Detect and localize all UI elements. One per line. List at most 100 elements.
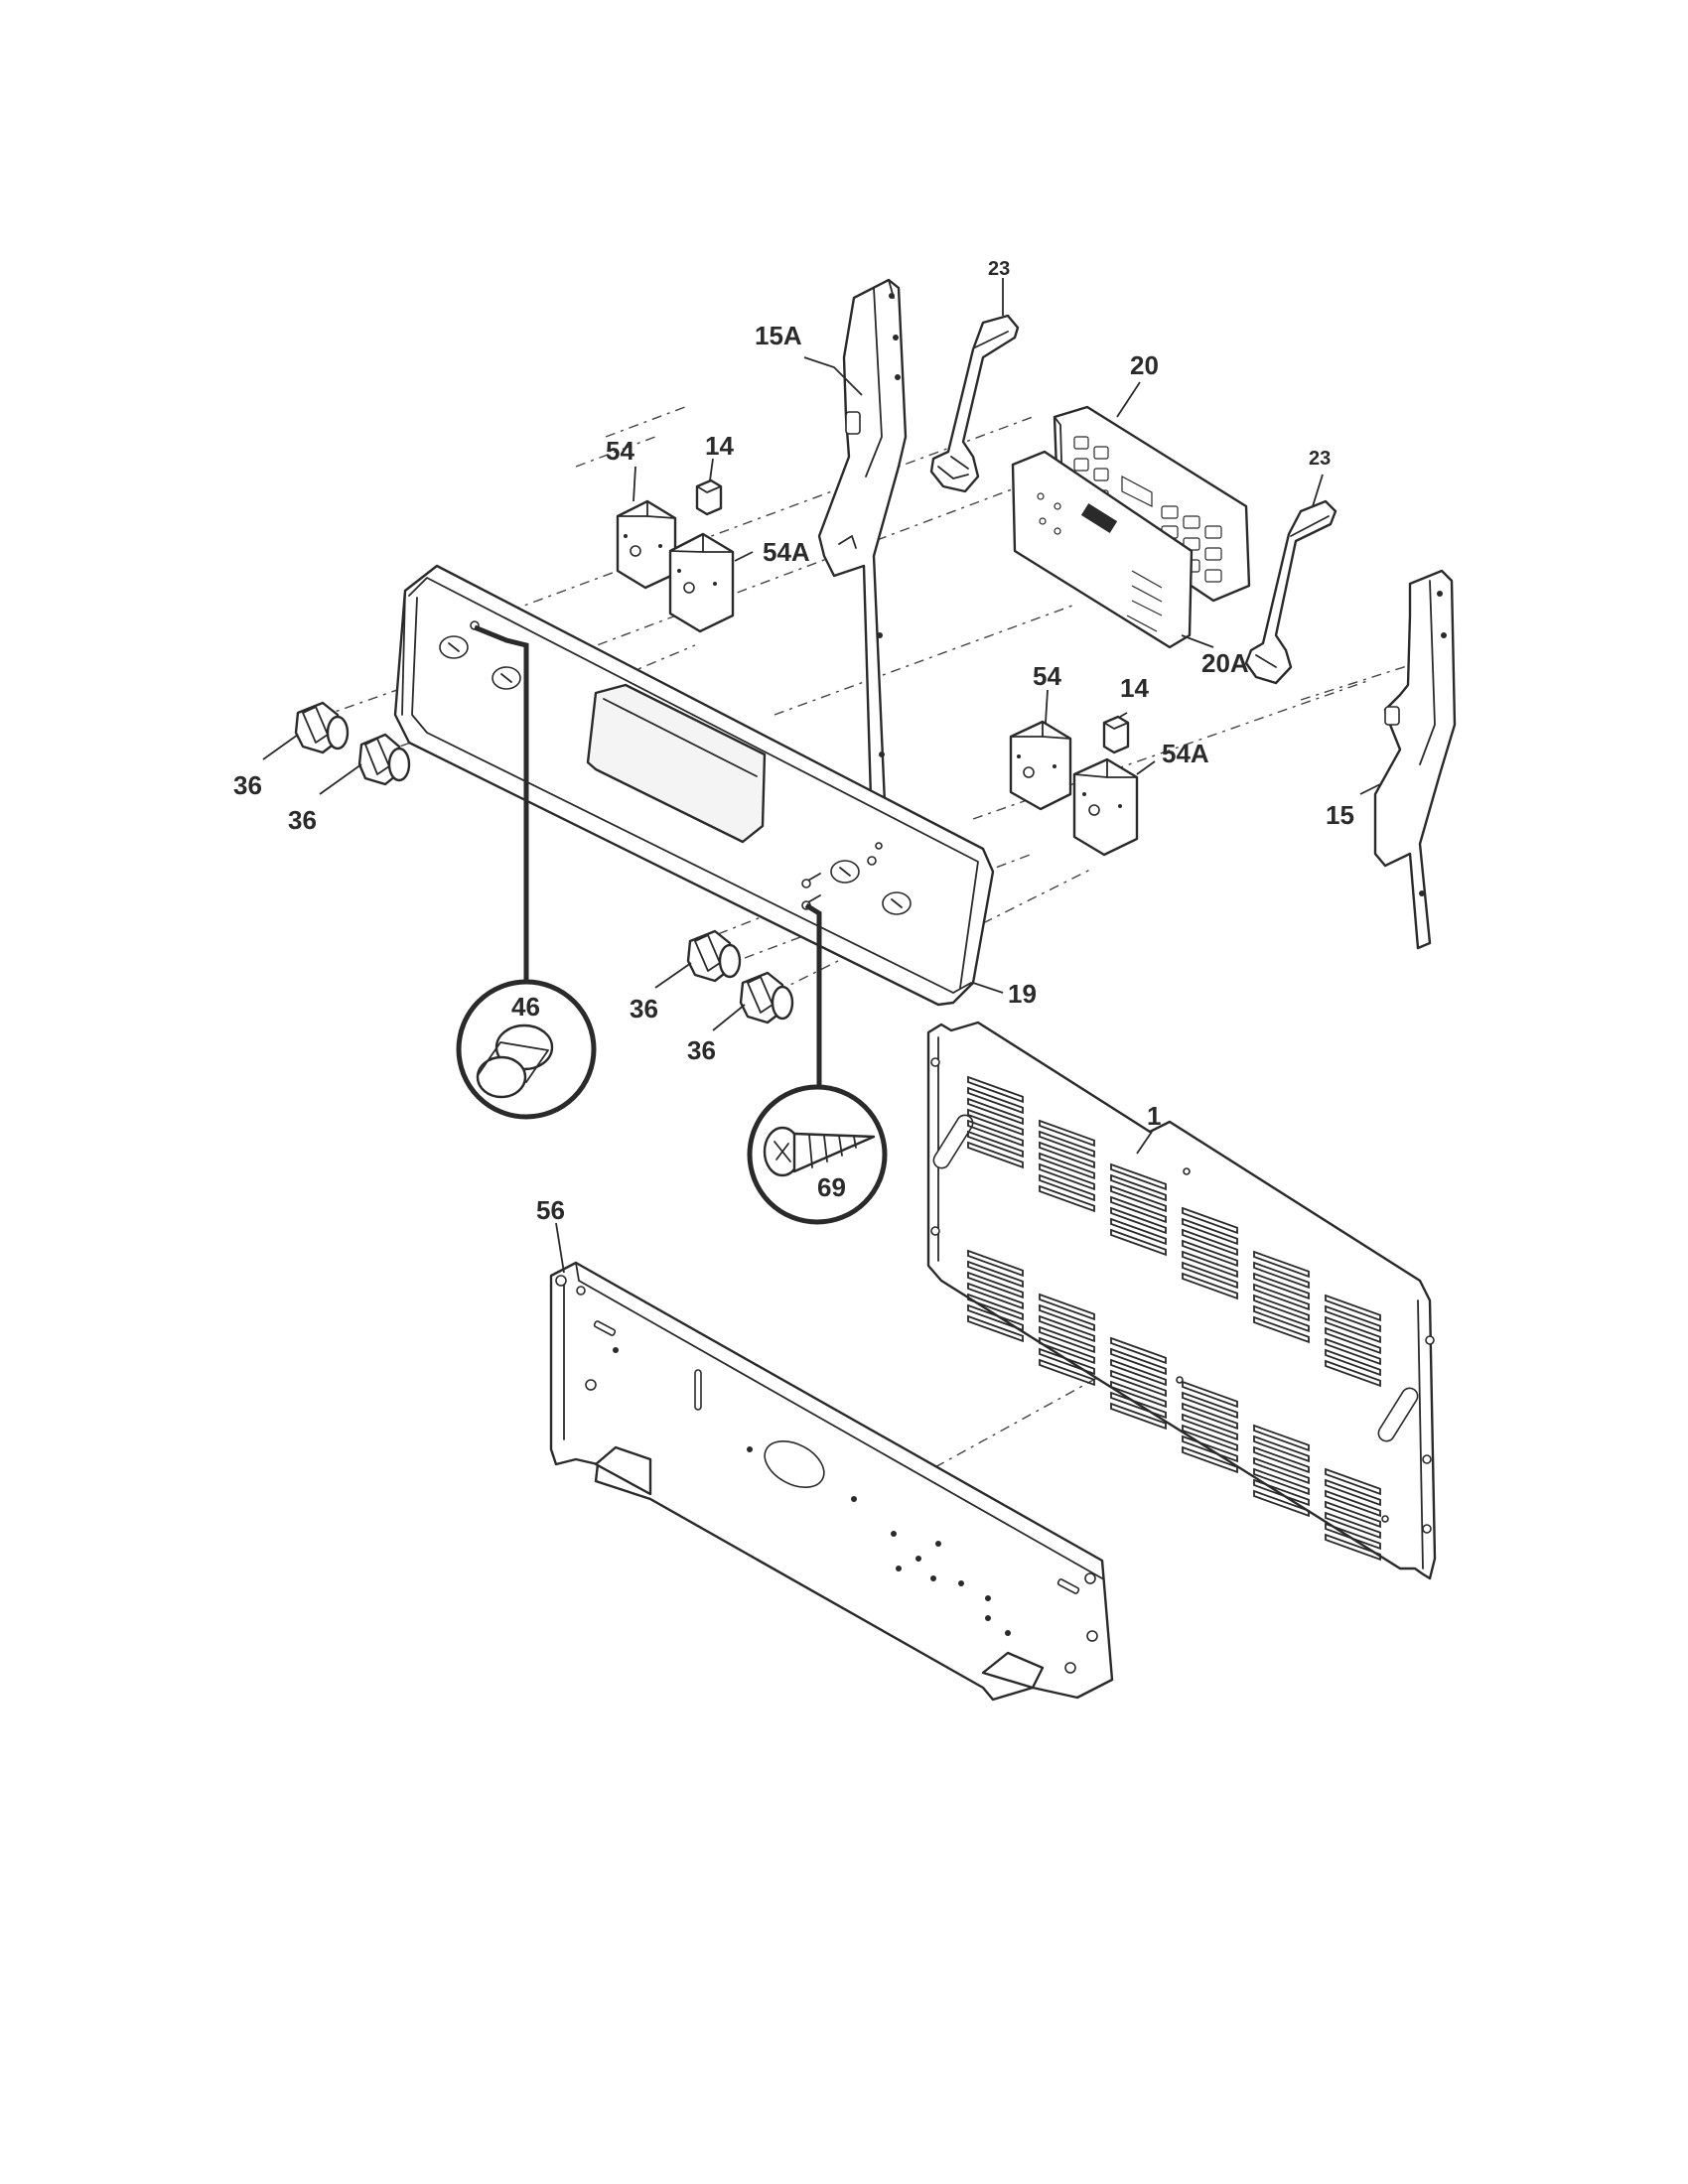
louver-grid [967, 1075, 1381, 1562]
knob-36-1 [294, 701, 350, 754]
louver-slot [1253, 1424, 1310, 1452]
label-46: 46 [511, 992, 540, 1022]
lower-plate-56 [549, 1261, 1114, 1702]
louver-slot [1039, 1358, 1095, 1387]
louver-slot [1253, 1434, 1310, 1463]
louver-slot [967, 1282, 1024, 1310]
louver-slot [1253, 1294, 1310, 1322]
label-23-left: 23 [988, 258, 1010, 280]
clock-overlay-20A [1011, 450, 1194, 649]
louver-slot [1325, 1337, 1381, 1366]
louver-slot [1182, 1424, 1238, 1452]
louver-slot [967, 1141, 1024, 1169]
knob-36-2 [357, 733, 411, 786]
louver-slot [1253, 1250, 1310, 1279]
label-23-right: 23 [1309, 448, 1331, 470]
knob-36-3 [686, 929, 742, 983]
louver-slot [1253, 1489, 1310, 1518]
louver-slot [1039, 1141, 1095, 1169]
louver-slot [967, 1075, 1024, 1104]
louver-slot [1182, 1413, 1238, 1441]
louver-slot [1182, 1380, 1238, 1409]
callout-69 [747, 902, 888, 1225]
rear-panel-1 [926, 1021, 1437, 1580]
callout-46 [456, 624, 597, 1120]
label-20: 20 [1130, 350, 1159, 380]
louver-slot [967, 1303, 1024, 1332]
louver-slot [1182, 1206, 1238, 1235]
label-14-upper: 14 [705, 431, 734, 461]
louver-slot [1110, 1358, 1167, 1387]
label-15A: 15A [755, 321, 802, 350]
louver-slot [1325, 1533, 1381, 1562]
louver-slot [1039, 1173, 1095, 1202]
louver-slot [1182, 1261, 1238, 1290]
louver-slot [1110, 1184, 1167, 1213]
louver-slot [1110, 1336, 1167, 1365]
louver-slot [1182, 1445, 1238, 1474]
label-36-c: 36 [630, 994, 658, 1024]
louver-slot [1182, 1217, 1238, 1246]
label-54-lower: 54 [1033, 661, 1061, 691]
louver-slot [1253, 1315, 1310, 1344]
switch-group-upper-left [616, 478, 735, 633]
louver-slot [1325, 1511, 1381, 1540]
louver-slot [1253, 1261, 1310, 1290]
louver-slot [1110, 1217, 1167, 1246]
louver-slot [1253, 1456, 1310, 1485]
trim-bracket-23-left [929, 314, 1020, 493]
louver-slot [1110, 1391, 1167, 1420]
louver-slot [1182, 1239, 1238, 1268]
louver-slot [1110, 1380, 1167, 1409]
louver-slot [1039, 1119, 1095, 1148]
louver-slot [1110, 1369, 1167, 1398]
side-bracket-15 [1373, 569, 1457, 950]
louver-slot [1325, 1500, 1381, 1529]
louver-slot [1325, 1315, 1381, 1344]
clock-keypad [1073, 436, 1222, 583]
louver-slot [1039, 1303, 1095, 1332]
plug-button-46 [476, 1024, 554, 1099]
louver-slot [1039, 1184, 1095, 1213]
label-54A-lower: 54A [1162, 739, 1209, 768]
switch-group-lower-right [1009, 715, 1139, 857]
louver-slot [1039, 1293, 1095, 1321]
label-15: 15 [1326, 800, 1354, 830]
trim-bracket-23-right [1244, 499, 1337, 685]
label-56: 56 [536, 1195, 565, 1225]
label-36-b: 36 [288, 805, 317, 835]
louver-slot [1039, 1130, 1095, 1159]
louver-slot [967, 1097, 1024, 1126]
louver-slot [1039, 1152, 1095, 1180]
louver-slot [967, 1260, 1024, 1289]
louver-slot [1253, 1445, 1310, 1474]
louver-slot [967, 1314, 1024, 1343]
louver-slot [1253, 1478, 1310, 1507]
louver-slot [1110, 1347, 1167, 1376]
louver-slot [1253, 1467, 1310, 1496]
louver-slot [1110, 1402, 1167, 1431]
louver-slot [1039, 1314, 1095, 1343]
knob-36-4 [739, 971, 794, 1024]
label-36-d: 36 [687, 1035, 716, 1065]
louver-slot [1325, 1489, 1381, 1518]
louver-slot [1039, 1347, 1095, 1376]
label-69: 69 [817, 1172, 846, 1202]
louver-slot [1253, 1283, 1310, 1311]
louver-slot [1182, 1228, 1238, 1257]
louver-slot [1110, 1173, 1167, 1202]
louver-slot [1325, 1294, 1381, 1322]
louver-slot [1039, 1336, 1095, 1365]
louver-slot [967, 1119, 1024, 1148]
label-54-upper: 54 [606, 436, 634, 466]
louver-slot [1110, 1162, 1167, 1191]
label-19: 19 [1008, 979, 1037, 1009]
label-20A: 20A [1201, 648, 1249, 678]
louver-slot [1182, 1250, 1238, 1279]
part-labels: 15A 23 20 23 20A 54 14 54A 54 14 54A 15 … [233, 258, 1354, 1225]
louver-slot [967, 1271, 1024, 1299]
louver-slot [1110, 1195, 1167, 1224]
louver-slot [967, 1249, 1024, 1278]
louver-slot [1039, 1162, 1095, 1191]
